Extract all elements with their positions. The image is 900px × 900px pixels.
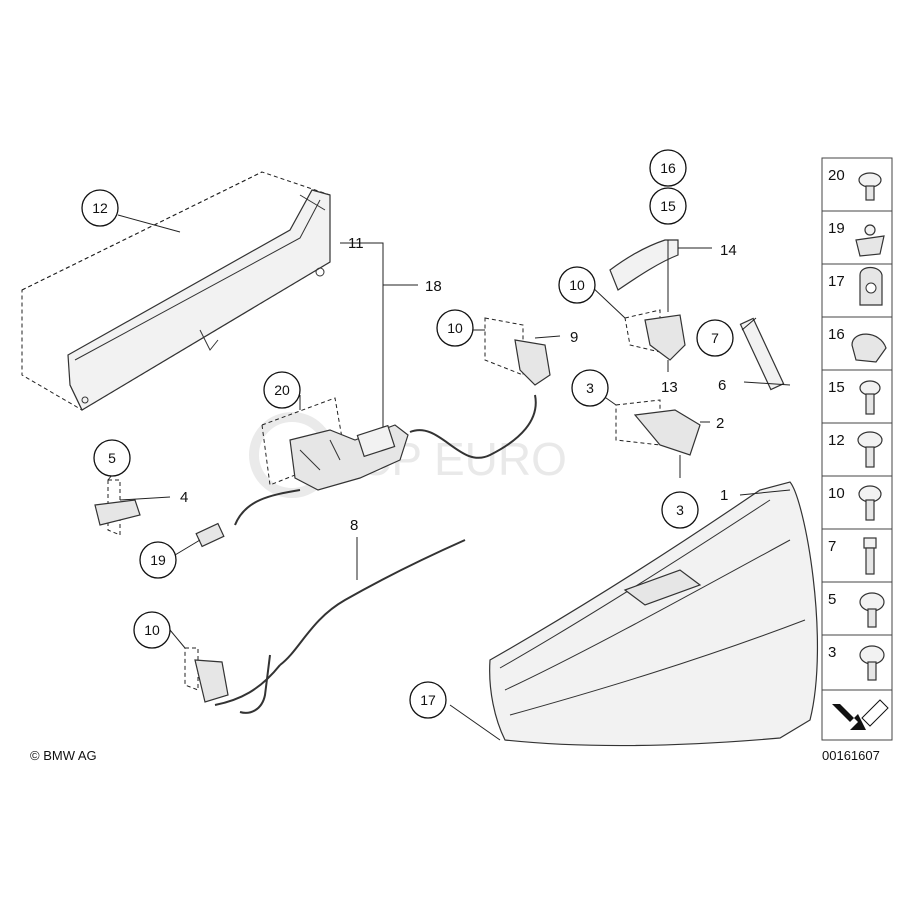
callout-leaders bbox=[107, 214, 626, 649]
label-4: 4 bbox=[180, 489, 188, 506]
fastener-5-icon bbox=[859, 592, 885, 628]
diagram-id: 00161607 bbox=[822, 748, 880, 763]
part-20-actuator bbox=[261, 395, 409, 491]
part-6-strut bbox=[739, 317, 791, 391]
label-11: 11 bbox=[348, 235, 364, 252]
fastener-10-icon bbox=[858, 485, 882, 521]
fastener-17-icon bbox=[859, 266, 883, 306]
svg-text:19: 19 bbox=[150, 552, 166, 568]
cables-main bbox=[195, 394, 537, 714]
callout-5: 5 bbox=[93, 439, 131, 477]
legend-3: 3 bbox=[828, 644, 836, 661]
callout-7: 7 bbox=[696, 319, 734, 357]
legend-12: 12 bbox=[828, 432, 845, 449]
legend-5: 5 bbox=[828, 591, 836, 608]
fastener-15-icon bbox=[859, 380, 881, 415]
callout-15: 15 bbox=[649, 187, 687, 225]
label-2: 2 bbox=[716, 415, 724, 432]
copyright: © BMW AG bbox=[30, 748, 97, 763]
leader-11-18 bbox=[340, 242, 418, 440]
callout-10-latch: 10 bbox=[436, 309, 474, 347]
fastener-20-icon bbox=[858, 172, 882, 201]
label-18: 18 bbox=[425, 278, 442, 295]
direction-arrow bbox=[821, 689, 893, 741]
part-12-tray bbox=[21, 171, 331, 411]
svg-text:20: 20 bbox=[274, 382, 290, 398]
svg-text:10: 10 bbox=[569, 277, 585, 293]
svg-text:17: 17 bbox=[420, 692, 436, 708]
callout-19: 19 bbox=[139, 541, 177, 579]
callout-10-lower: 10 bbox=[133, 611, 171, 649]
callout-17: 17 bbox=[409, 681, 447, 719]
callout-20: 20 bbox=[263, 371, 301, 409]
svg-text:3: 3 bbox=[586, 380, 594, 396]
fastener-legend: 20 19 17 16 15 12 10 7 5 3 bbox=[821, 157, 893, 691]
fastener-16-icon bbox=[851, 333, 887, 363]
svg-text:10: 10 bbox=[447, 320, 463, 336]
label-8: 8 bbox=[350, 517, 358, 534]
part-14-handle bbox=[609, 239, 712, 312]
legend-20: 20 bbox=[828, 167, 845, 184]
callout-3-lower: 3 bbox=[661, 491, 699, 529]
legend-16: 16 bbox=[828, 326, 845, 343]
legend-15: 15 bbox=[828, 379, 845, 396]
legend-19: 19 bbox=[828, 220, 845, 237]
fastener-7-icon bbox=[863, 537, 877, 575]
svg-text:16: 16 bbox=[660, 160, 676, 176]
part-4-striker bbox=[94, 479, 171, 536]
label-13: 13 bbox=[661, 379, 678, 396]
label-9: 9 bbox=[570, 329, 578, 346]
part-10-lower-lock bbox=[184, 647, 229, 703]
svg-text:7: 7 bbox=[711, 330, 719, 346]
legend-10: 10 bbox=[828, 485, 845, 502]
part-2-hinge bbox=[615, 399, 710, 478]
callout-3-upper: 3 bbox=[571, 369, 609, 407]
callout-10-bracket: 10 bbox=[558, 266, 596, 304]
label-6: 6 bbox=[718, 377, 726, 394]
fastener-12-icon bbox=[857, 431, 883, 468]
part-9-latch bbox=[484, 317, 561, 386]
svg-text:12: 12 bbox=[92, 200, 108, 216]
part-13-bracket bbox=[624, 309, 686, 372]
callout-16: 16 bbox=[649, 149, 687, 187]
fastener-19-icon bbox=[855, 224, 885, 257]
part-1-trunk-trim bbox=[449, 481, 819, 747]
svg-text:10: 10 bbox=[144, 622, 160, 638]
svg-text:3: 3 bbox=[676, 502, 684, 518]
svg-text:5: 5 bbox=[108, 450, 116, 466]
legend-7: 7 bbox=[828, 538, 836, 555]
callout-12: 12 bbox=[81, 189, 119, 227]
fastener-3-icon bbox=[859, 645, 885, 681]
legend-17: 17 bbox=[828, 273, 845, 290]
label-14: 14 bbox=[720, 242, 737, 259]
label-1: 1 bbox=[720, 487, 728, 504]
svg-text:15: 15 bbox=[660, 198, 676, 214]
